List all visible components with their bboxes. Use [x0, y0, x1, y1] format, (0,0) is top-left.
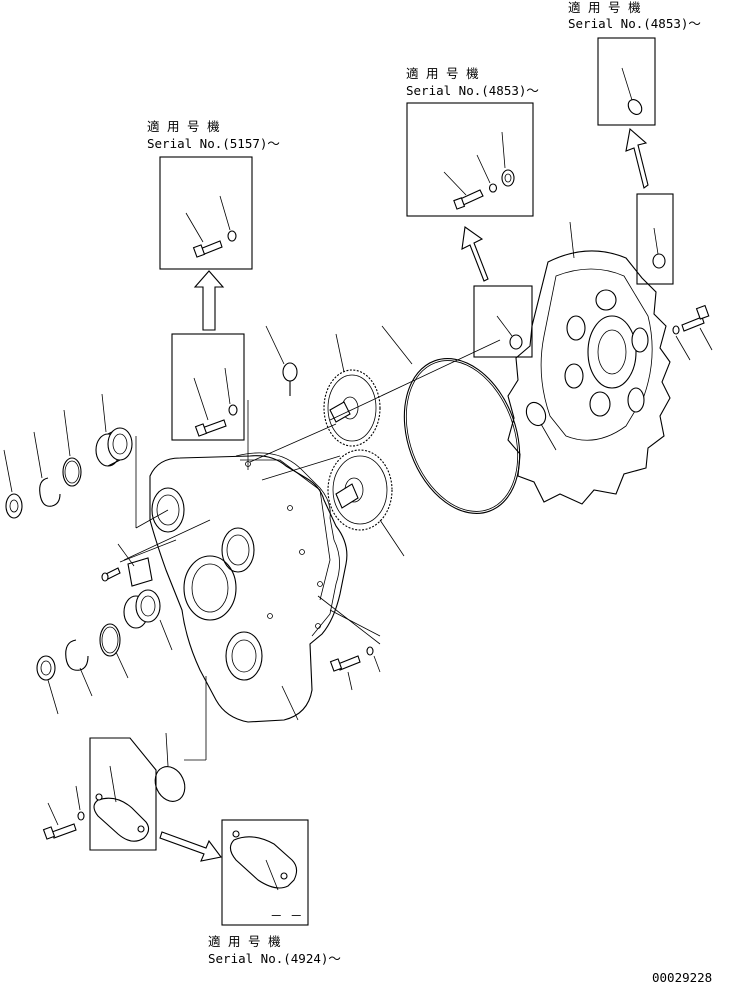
arrow-up-right: [625, 127, 649, 189]
callout-box-plug-right: [636, 193, 674, 285]
callout-box-plug: [473, 285, 533, 358]
serial-label: Serial No.(5157)～: [147, 136, 280, 151]
housing-bolt-washer: [329, 646, 381, 691]
large-o-ring: [381, 325, 521, 514]
gear-lower: [327, 449, 405, 557]
arrow-up-top-left: [193, 270, 225, 331]
callout-box-top-right: [597, 37, 656, 126]
callout-label-bottom: 適 用 号 機 Serial No.(4924)～: [208, 934, 341, 966]
serial-label: Serial No.(4924)～: [208, 951, 341, 966]
applicability-label: 適 用 号 機: [406, 66, 479, 81]
flywheel-housing-plate: [507, 221, 713, 505]
arrow-up-mid: [461, 226, 489, 282]
callout-label-top-right: 適 用 号 機 Serial No.(4853)～: [568, 0, 701, 31]
screw-and-tag: [101, 543, 153, 587]
gearbox-housing: [149, 452, 348, 723]
serial-label: Serial No.(4853)～: [406, 83, 539, 98]
applicability-label: 適 用 号 機: [147, 119, 220, 134]
eye-bolt: [265, 325, 298, 396]
box-mark: － －: [270, 908, 303, 923]
callout-box-top-left: [159, 156, 253, 270]
callout-box-source-left: [171, 333, 245, 441]
serial-label: Serial No.(4853)～: [568, 16, 701, 31]
arrow-bottom: [159, 831, 222, 862]
upper-left-bearing-set: [3, 393, 133, 519]
applicability-label: 適 用 号 機: [568, 0, 641, 15]
lower-left-bearing-set: [36, 589, 173, 715]
cover-plate-group: [42, 732, 186, 851]
callout-box-bottom: － －: [221, 819, 309, 926]
callout-label-mid-right: 適 用 号 機 Serial No.(4853)～: [406, 66, 539, 98]
callout-label-top-left: 適 用 号 機 Serial No.(5157)～: [147, 119, 280, 151]
applicability-label: 適 用 号 機: [208, 934, 281, 949]
drawing-number: 00029228: [652, 970, 712, 985]
gear-upper: [323, 333, 381, 447]
guide-lines: [119, 339, 501, 761]
callout-box-mid-right: [406, 102, 534, 217]
